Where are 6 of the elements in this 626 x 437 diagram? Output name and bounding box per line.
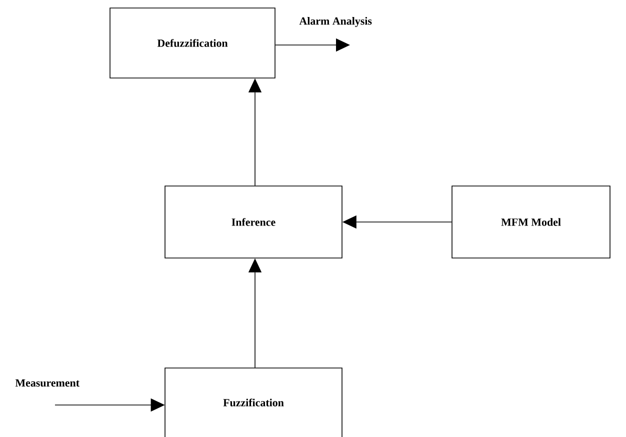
edge-label: Alarm Analysis — [298, 16, 373, 28]
edge-label: Measurement — [14, 378, 81, 388]
process-box: Fuzzification — [164, 368, 342, 437]
process-box: Inference — [164, 186, 342, 258]
process-box: MFM Model — [452, 186, 610, 258]
process-box: Defuzzification — [110, 8, 276, 78]
